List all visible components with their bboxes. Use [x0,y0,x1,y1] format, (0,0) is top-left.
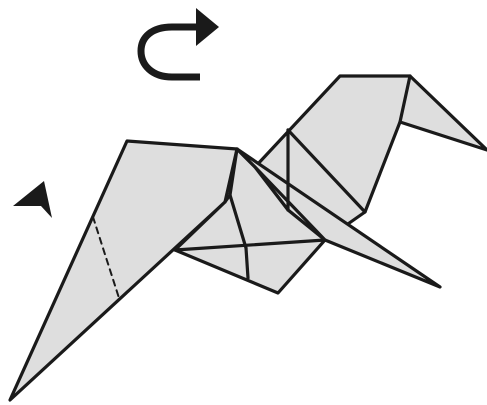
turn-over-arrow-icon [141,8,219,77]
push-arrowhead-icon [13,181,52,218]
front-wing [10,141,237,400]
folded-paper-model [10,76,487,400]
